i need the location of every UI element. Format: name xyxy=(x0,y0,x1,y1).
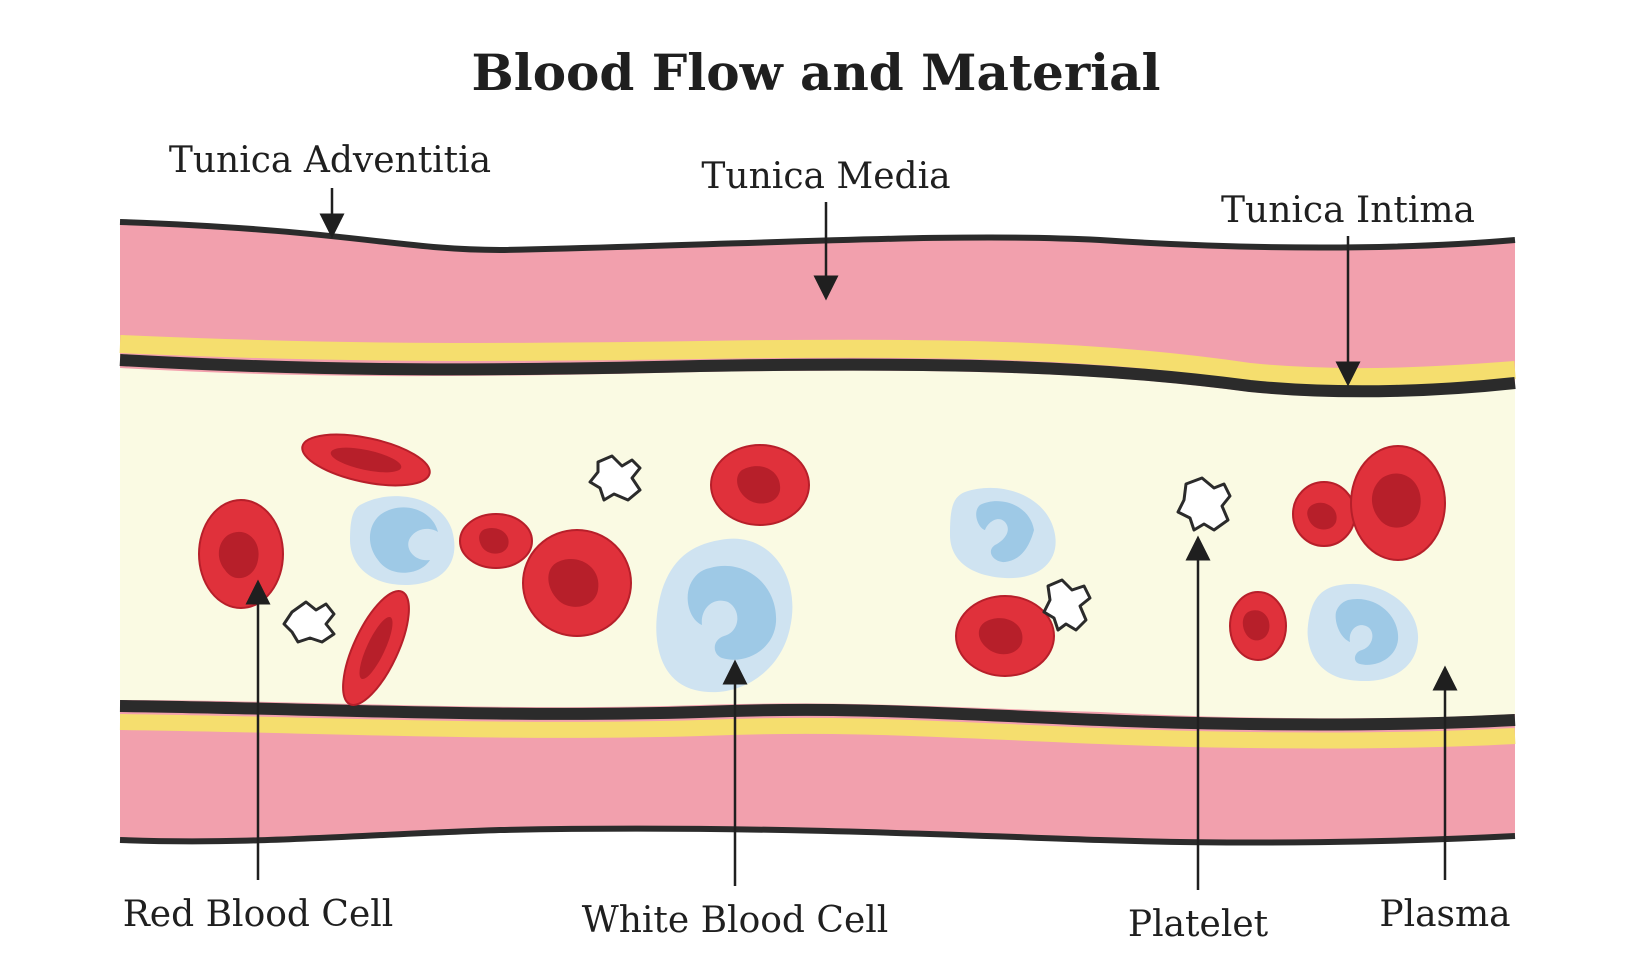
vessel xyxy=(119,219,1516,846)
red-blood-cell xyxy=(342,590,410,706)
platelet xyxy=(588,454,642,502)
platelet xyxy=(282,600,336,644)
label-tunica-intima: Tunica Intima xyxy=(1221,190,1475,231)
platelets xyxy=(282,454,1232,644)
label-plasma: Plasma xyxy=(1379,894,1510,935)
red-blood-cells xyxy=(198,433,1446,706)
platelet xyxy=(1176,476,1232,532)
label-platelet: Platelet xyxy=(1128,904,1269,945)
white-blood-cell xyxy=(950,487,1056,579)
white-blood-cell xyxy=(656,538,793,693)
white-blood-cell xyxy=(350,496,455,585)
label-red-blood-cell: Red Blood Cell xyxy=(123,894,394,935)
pointer-arrows xyxy=(245,188,1458,890)
red-blood-cell xyxy=(710,444,810,526)
diagram-title: Blood Flow and Material xyxy=(471,43,1160,102)
platelet xyxy=(1042,578,1092,632)
red-blood-cell xyxy=(301,433,431,487)
label-tunica-media: Tunica Media xyxy=(701,156,950,197)
red-blood-cell xyxy=(459,513,533,569)
red-blood-cell xyxy=(1229,591,1287,661)
red-blood-cell xyxy=(1350,445,1446,561)
red-blood-cell xyxy=(198,499,284,609)
white-blood-cell xyxy=(1307,583,1419,682)
tunica-adventitia-upper xyxy=(119,219,1516,254)
label-white-blood-cell: White Blood Cell xyxy=(582,900,889,941)
lower-inner-outline xyxy=(119,700,1516,731)
plasma-lumen xyxy=(120,368,1515,719)
tunica-intima-lower xyxy=(119,714,1516,749)
tunica-adventitia-lower xyxy=(119,825,1516,846)
white-blood-cells xyxy=(350,487,1419,693)
upper-inner-outline xyxy=(119,354,1516,398)
label-tunica-adventitia: Tunica Adventitia xyxy=(169,140,491,181)
red-blood-cell xyxy=(1292,481,1356,547)
red-blood-cell xyxy=(955,595,1055,677)
red-blood-cell xyxy=(522,529,632,637)
